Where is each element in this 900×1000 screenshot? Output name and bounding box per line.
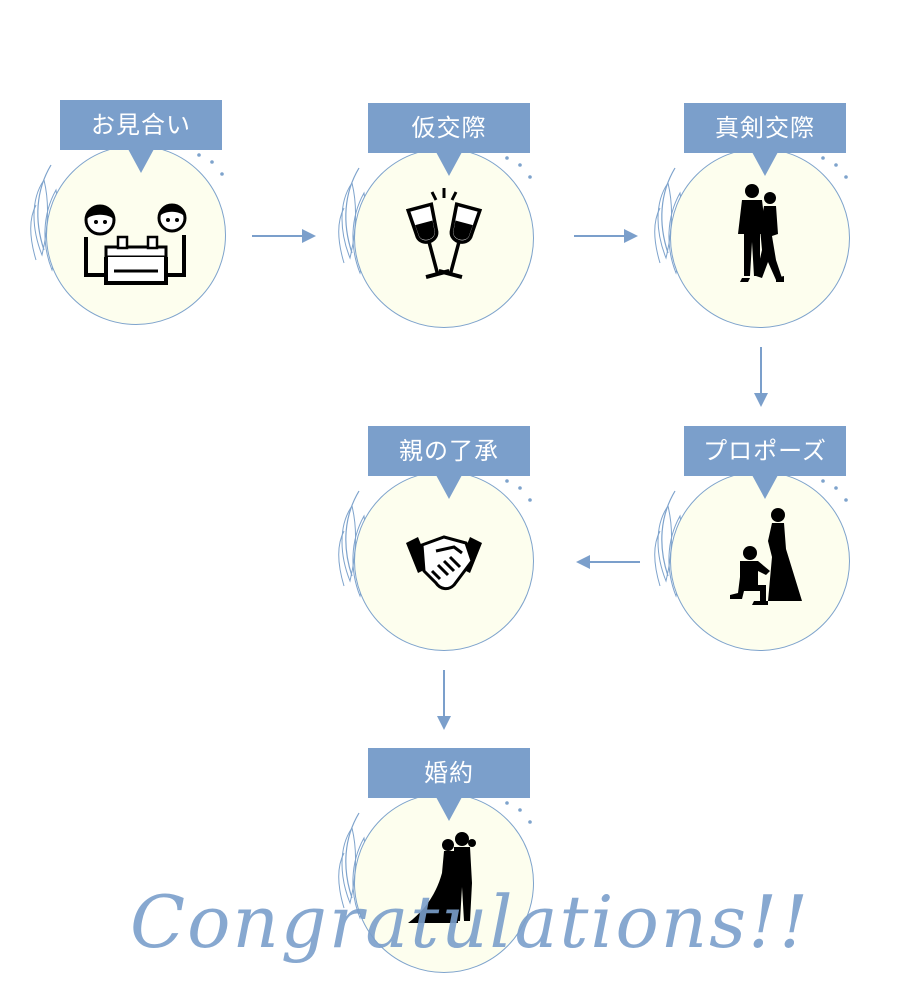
step-label: 真剣交際: [684, 103, 846, 153]
label-pointer: [128, 149, 154, 173]
arrow-down-icon: [437, 670, 451, 730]
step-circle: [46, 145, 226, 325]
congratulations-text: Congratulations!!: [130, 880, 810, 964]
meeting-icon: [66, 175, 206, 295]
step-oyanoryoushou: 親の了承: [334, 426, 564, 666]
step-circle: [354, 148, 534, 328]
handshake-icon: [374, 501, 514, 621]
label-pointer: [436, 797, 462, 821]
step-label: お見合い: [60, 100, 222, 150]
step-karikousai: 仮交際: [334, 103, 564, 343]
step-propose: プロポーズ: [650, 426, 880, 666]
step-label: 仮交際: [368, 103, 530, 153]
toast-glasses-icon: [374, 178, 514, 298]
proposal-kneel-icon: [690, 501, 830, 621]
label-pointer: [436, 152, 462, 176]
arrow-down-icon: [754, 347, 768, 407]
step-label: 親の了承: [368, 426, 530, 476]
label-pointer: [752, 475, 778, 499]
arrow-right-icon: [252, 229, 316, 243]
step-konyaku: 婚約: [334, 748, 564, 988]
step-label: プロポーズ: [684, 426, 846, 476]
wedding-couple-icon: [374, 823, 514, 943]
step-circle: [670, 471, 850, 651]
step-shinkenkousai: 真剣交際: [650, 103, 880, 343]
arrow-left-icon: [576, 555, 640, 569]
arrow-right-icon: [574, 229, 638, 243]
step-label: 婚約: [368, 748, 530, 798]
label-pointer: [752, 152, 778, 176]
step-omiai: お見合い: [26, 100, 256, 340]
couple-hug-icon: [690, 178, 830, 298]
label-pointer: [436, 475, 462, 499]
